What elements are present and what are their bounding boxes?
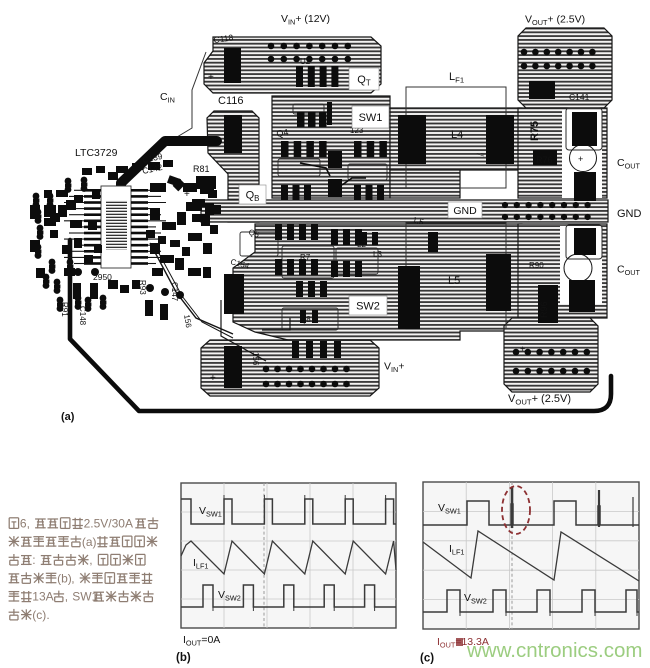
svg-text:1.5: 1.5 [411, 215, 425, 227]
svg-text:SW1: SW1 [359, 112, 383, 124]
svg-text:C147: C147 [170, 282, 179, 302]
svg-text:.: . [46, 608, 49, 622]
svg-text:R90: R90 [529, 261, 544, 270]
svg-text:156: 156 [251, 352, 260, 366]
svg-text:SW2: SW2 [356, 300, 380, 312]
svg-text:Q4: Q4 [276, 127, 290, 139]
svg-text:GND: GND [453, 205, 477, 217]
svg-text:L3: L3 [373, 250, 382, 259]
svg-text:www.cntronics.com: www.cntronics.com [466, 639, 642, 662]
svg-text:R93: R93 [138, 280, 147, 295]
svg-text:L5: L5 [448, 275, 460, 287]
svg-text:(c): (c) [32, 608, 46, 622]
svg-text:+: + [578, 154, 583, 164]
svg-text:+: + [184, 189, 190, 200]
svg-text:R81: R81 [193, 164, 210, 174]
svg-text:13A: 13A [32, 590, 53, 604]
svg-text:+: + [520, 344, 525, 354]
svg-text:SW1: SW1 [72, 590, 98, 604]
svg-text:C141: C141 [569, 92, 590, 102]
svg-text:U2: U2 [300, 57, 311, 66]
svg-text:L2: L2 [357, 240, 366, 249]
svg-text:123: 123 [350, 126, 364, 135]
svg-text:6,: 6, [20, 517, 30, 531]
svg-text:VIN+: VIN+ [384, 361, 404, 375]
svg-text:(b): (b) [176, 652, 191, 664]
svg-text:R75: R75 [529, 121, 541, 141]
svg-text:R7: R7 [300, 253, 311, 262]
svg-text:C148: C148 [78, 306, 87, 326]
svg-text:(a): (a) [82, 535, 97, 549]
svg-text:(b): (b) [57, 571, 72, 585]
svg-text:,: , [65, 590, 68, 604]
svg-text:2950: 2950 [93, 272, 112, 282]
svg-text:R76: R76 [536, 155, 553, 165]
svg-text:Q8: Q8 [300, 315, 311, 324]
svg-text:,: , [89, 553, 92, 567]
svg-text:C116: C116 [218, 95, 243, 107]
svg-text::: : [32, 553, 35, 567]
svg-text:(a): (a) [61, 411, 75, 423]
svg-text:+: + [208, 72, 214, 83]
svg-text:+: + [210, 373, 216, 384]
svg-text:GND: GND [617, 208, 642, 220]
svg-text:R91: R91 [60, 302, 69, 317]
svg-text:156: 156 [182, 314, 193, 329]
svg-text:C118: C118 [213, 32, 234, 45]
svg-text:LTC3729: LTC3729 [75, 147, 118, 159]
svg-text:(c): (c) [420, 653, 434, 665]
svg-text:L4: L4 [451, 129, 463, 141]
svg-text:~=: ~= [476, 151, 485, 159]
svg-text:2.5V/30A: 2.5V/30A [84, 517, 133, 531]
svg-text:R96: R96 [539, 301, 549, 318]
svg-text:,: , [71, 571, 74, 585]
svg-text:C142: C142 [141, 162, 163, 176]
svg-text:Q5: Q5 [247, 227, 261, 239]
svg-text:C139: C139 [141, 151, 163, 165]
